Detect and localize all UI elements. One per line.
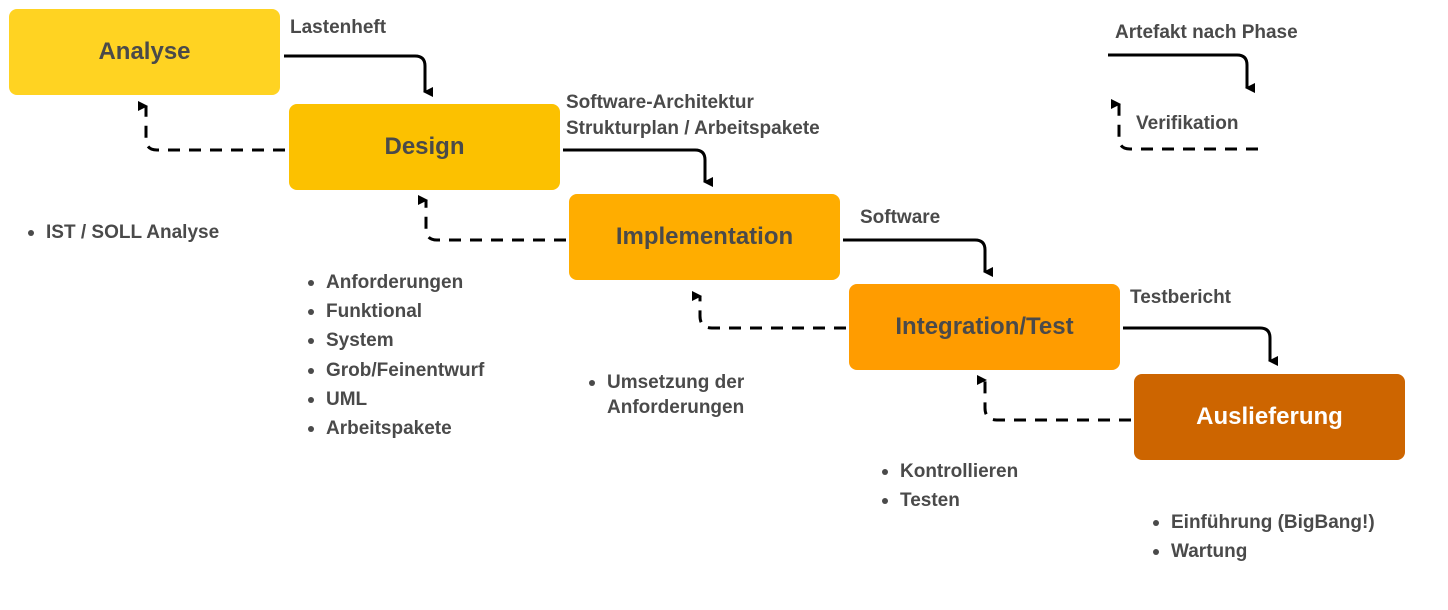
artifact-software: Software [860, 207, 941, 228]
list-item: IST / SOLL Analyse [25, 218, 219, 247]
list-item: Einführung (BigBang!) [1150, 508, 1375, 537]
arrow-implementation-integration [843, 238, 994, 278]
verif-integration-implementation [691, 290, 846, 330]
artifact-testbericht: Testbericht [1130, 287, 1232, 308]
phase-auslieferung: Auslieferung [1134, 374, 1405, 460]
artifact-architektur-line1: Software-Architektur [566, 92, 754, 113]
phase-integration-test-label: Integration/Test [895, 313, 1074, 340]
arrow-integration-auslieferung [1123, 326, 1279, 367]
list-item: Wartung [1150, 537, 1375, 566]
phase-integration-test: Integration/Test [849, 284, 1120, 370]
verif-auslieferung-integration [976, 374, 1131, 422]
phase-implementation-label: Implementation [615, 223, 794, 250]
list-item: UML [305, 385, 484, 414]
list-item: Funktional [305, 297, 484, 326]
list-item: Umsetzung der Anforderungen [586, 370, 807, 420]
verif-design-analyse [137, 100, 285, 152]
verif-implementation-design [417, 194, 566, 242]
artifact-lastenheft: Lastenheft [290, 17, 387, 38]
phase-implementation: Implementation [569, 194, 840, 280]
artifact-architektur-line2: Strukturplan / Arbeitspakete [566, 118, 820, 139]
notes-integration: Kontrollieren Testen [879, 457, 1018, 515]
notes-design: Anforderungen Funktional System Grob/Fei… [305, 268, 484, 443]
phase-analyse: Analyse [9, 9, 280, 95]
list-item: Testen [879, 486, 1018, 515]
legend-artefakt-label: Artefakt nach Phase [1115, 22, 1298, 43]
notes-implementation: Umsetzung der Anforderungen [586, 370, 807, 420]
list-item: Anforderungen [305, 268, 484, 297]
phase-auslieferung-label: Auslieferung [1196, 403, 1343, 430]
list-item: System [305, 326, 484, 355]
notes-analyse: IST / SOLL Analyse [25, 218, 219, 247]
list-item: Arbeitspakete [305, 414, 484, 443]
phase-design: Design [289, 104, 560, 190]
list-item: Kontrollieren [879, 457, 1018, 486]
legend-verifikation-label: Verifikation [1136, 113, 1239, 134]
legend-verifikation-arrow [1110, 98, 1258, 151]
list-item: Grob/Feinentwurf [305, 356, 484, 385]
legend-artefakt-arrow [1108, 53, 1256, 94]
arrow-analyse-design [284, 54, 434, 98]
phase-analyse-label: Analyse [98, 38, 191, 65]
phase-design-label: Design [384, 133, 465, 160]
notes-auslieferung: Einführung (BigBang!) Wartung [1150, 508, 1375, 566]
arrow-design-implementation [563, 148, 714, 188]
